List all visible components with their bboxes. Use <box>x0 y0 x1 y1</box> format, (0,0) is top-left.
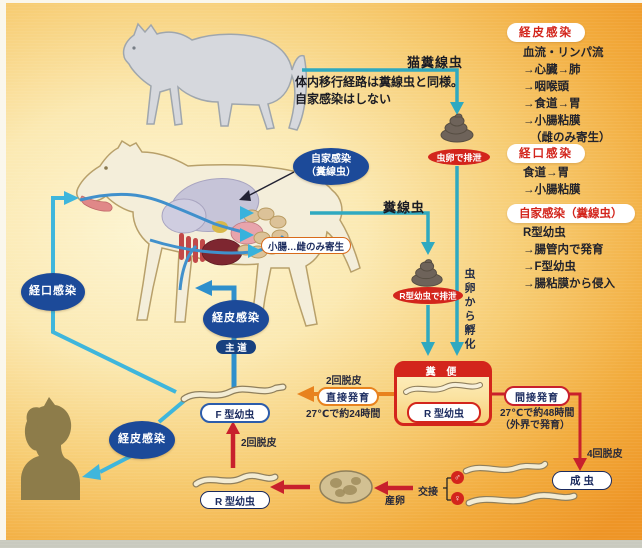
male-symbol-badge: ♂ <box>451 471 464 484</box>
hatch-label: 虫卵から孵化 <box>463 268 475 352</box>
sidebar-section-autoinfection-list: R型幼虫 →腸管内で発育 →F型幼虫 →腸粘膜から侵入 <box>523 225 615 293</box>
scan-edge-top <box>0 0 642 3</box>
dog-percutaneous-ellipse: 経皮感染 <box>203 300 269 338</box>
sidebar-line: →腸管内で発育 <box>523 244 604 256</box>
indirect-time-note: （外界で発育） <box>500 420 570 431</box>
sidebar-line: →小腸粘膜 <box>523 184 581 196</box>
scan-edge-left <box>0 0 6 548</box>
oral-infection-ellipse: 経口感染 <box>21 273 85 311</box>
sidebar-line: →咽喉頭 <box>523 81 569 93</box>
female-symbol-badge: ♀ <box>451 492 464 505</box>
r-larva-bottom-pill: R 型幼虫 <box>200 491 270 509</box>
oral-infection-label: 経口感染 <box>29 285 77 298</box>
dog-excretion-badge: R型幼虫で排泄 <box>393 287 463 304</box>
r-larva-box-pill: R 型幼虫 <box>407 402 481 423</box>
human-percutaneous-label: 経皮感染 <box>118 433 166 446</box>
dog-species-label: 糞線虫 <box>383 200 426 215</box>
feces-box-title: 糞 便 <box>397 364 489 378</box>
dog-autoinfection-line1: 自家感染 <box>311 154 351 165</box>
intestine-note-pill: 小腸…雌のみ寄生 <box>261 237 351 254</box>
direct-development-pill: 直接発育 <box>317 387 379 406</box>
cat-note-line2: 自家感染はしない <box>295 92 392 106</box>
sidebar-line: →小腸粘膜 <box>523 115 581 127</box>
sidebar-section-title-percutaneous: 経皮感染 <box>507 23 585 42</box>
adult-pill: 成 虫 <box>552 471 612 490</box>
indirect-molt-label: 4回脱皮 <box>587 449 623 460</box>
molt-up-label: 2回脱皮 <box>241 438 277 449</box>
sidebar-line: →食道→胃 <box>523 98 581 110</box>
sidebar-line: →腸粘膜から侵入 <box>523 278 615 290</box>
mating-label: 交接 <box>418 487 438 498</box>
cat-species-label: 猫糞線虫 <box>407 55 464 70</box>
direct-time-label: 27℃で約24時間 <box>306 409 381 420</box>
direct-molt-label: 2回脱皮 <box>326 376 362 387</box>
egg-laying-label: 産卵 <box>385 496 405 507</box>
scan-edge-bottom <box>0 540 642 548</box>
dog-percutaneous-label: 経皮感染 <box>212 312 260 325</box>
dog-autoinfection-ellipse: 自家感染 （糞線虫） <box>293 148 369 185</box>
main-route-pill: 主 道 <box>216 340 256 354</box>
human-percutaneous-ellipse: 経皮感染 <box>109 421 175 459</box>
sidebar-line: （雌のみ寄生） <box>530 132 611 144</box>
cat-excretion-badge: 虫卵で排泄 <box>428 149 490 165</box>
indirect-development-pill: 間接発育 <box>504 386 570 406</box>
sidebar-line: R型幼虫 <box>523 227 566 239</box>
cat-note-line1: 体内移行経路は糞線虫と同様。 <box>295 75 464 89</box>
sidebar-line: →心臓→肺 <box>523 64 581 76</box>
dog-autoinfection-line2: （糞線虫） <box>306 166 356 178</box>
sidebar-line: 血流・リンパ流 <box>523 47 604 59</box>
sidebar-section-percutaneous-list: 血流・リンパ流 →心臓→肺 →咽喉頭 →食道→胃 →小腸粘膜 （雌のみ寄生） <box>523 45 611 147</box>
sidebar-section-title-oral: 経口感染 <box>507 144 585 163</box>
sidebar-section-title-autoinfection: 自家感染（糞線虫） <box>507 204 635 223</box>
f-larva-pill: F 型幼虫 <box>200 403 270 423</box>
sidebar-line: 食道→胃 <box>523 167 569 179</box>
sidebar-line: →F型幼虫 <box>523 261 577 273</box>
sidebar-section-oral-list: 食道→胃 →小腸粘膜 <box>523 165 581 199</box>
